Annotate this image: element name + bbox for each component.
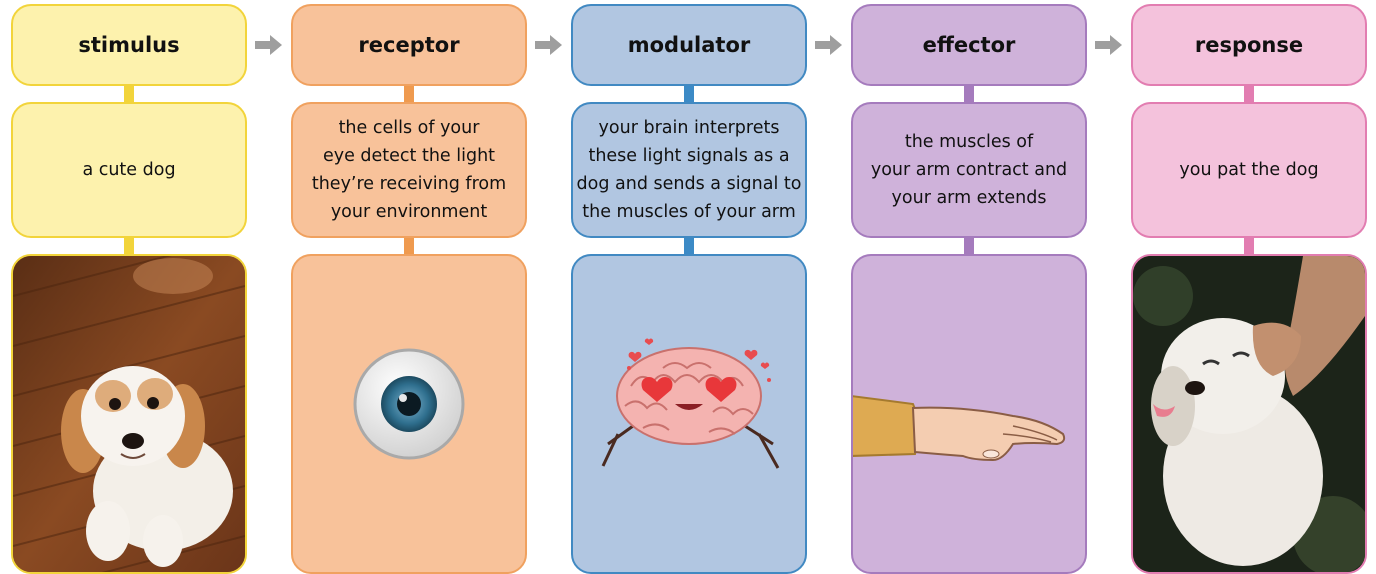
stage-modulator: modulator your brain interprets these li… [571, 0, 807, 574]
connector [124, 238, 134, 254]
stage-description-receptor: the cells of your eye detect the light t… [291, 102, 527, 238]
connector [1244, 238, 1254, 254]
connector [964, 86, 974, 102]
stage-effector: effector the muscles of your arm contrac… [851, 0, 1087, 574]
brain-icon [601, 338, 780, 469]
dog-pat-illustration [1133, 256, 1365, 572]
connector [404, 238, 414, 254]
arm-image-panel [851, 254, 1087, 574]
stage-receptor: receptor the cells of your eye detect th… [291, 0, 527, 574]
arrow-right-icon [815, 35, 842, 55]
arm-icon [853, 395, 1066, 462]
stage-title-response: response [1131, 4, 1367, 86]
connector [1244, 86, 1254, 102]
stage-description-effector: the muscles of your arm contract and you… [851, 102, 1087, 238]
connector [684, 238, 694, 254]
stage-title-modulator: modulator [571, 4, 807, 86]
dog-illustration [13, 256, 245, 572]
dog-photo [11, 254, 247, 574]
stage-description-stimulus: a cute dog [11, 102, 247, 238]
stage-title-receptor: receptor [291, 4, 527, 86]
brain-image-panel [571, 254, 807, 574]
stage-description-response: you pat the dog [1131, 102, 1367, 238]
dog-pat-photo [1131, 254, 1367, 574]
arrow-right-icon [1095, 35, 1122, 55]
connector [684, 86, 694, 102]
connector [964, 238, 974, 254]
stage-description-modulator: your brain interprets these light signal… [571, 102, 807, 238]
arrow-right-icon [255, 35, 282, 55]
stage-stimulus: stimulus a cute dog [11, 0, 247, 574]
stage-response: response you pat the dog [1131, 0, 1367, 574]
stage-title-effector: effector [851, 4, 1087, 86]
stage-title-stimulus: stimulus [11, 4, 247, 86]
connector [404, 86, 414, 102]
arrow-right-icon [535, 35, 562, 55]
eye-icon [353, 348, 465, 460]
connector [124, 86, 134, 102]
eye-image-panel [291, 254, 527, 574]
